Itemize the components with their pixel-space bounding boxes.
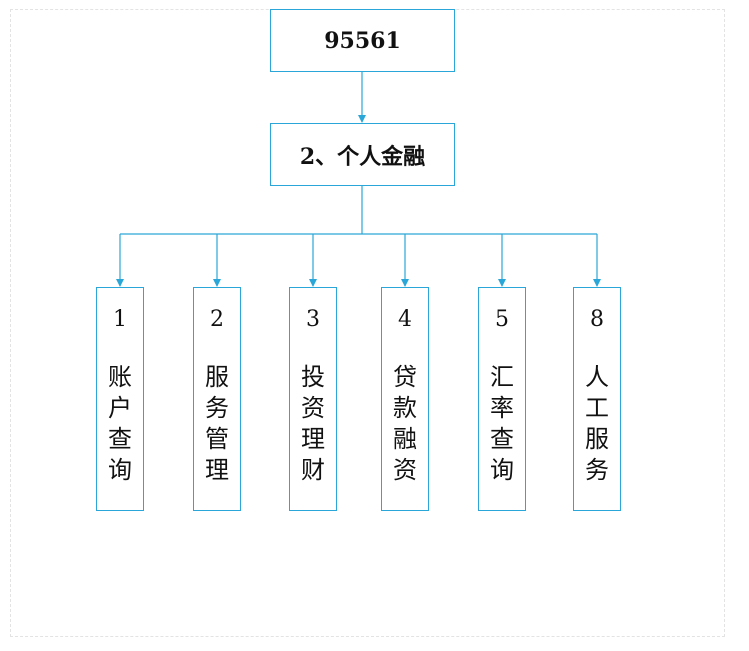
- option-key: 4: [398, 307, 412, 332]
- option-node-investment: 3 投资理财: [289, 287, 337, 511]
- option-key: 3: [306, 307, 320, 332]
- option-key: 8: [590, 307, 604, 332]
- main-menu-node: 2、个人金融: [270, 123, 455, 186]
- option-label: 账户查询: [108, 363, 132, 484]
- option-label: 投资理财: [301, 363, 325, 484]
- option-label: 贷款融资: [393, 363, 417, 484]
- option-label: 汇率查询: [490, 363, 514, 484]
- option-key: 5: [495, 307, 509, 332]
- option-node-exchange-rate: 5 汇率查询: [478, 287, 526, 511]
- main-menu-node-label: 2、个人金融: [299, 143, 426, 170]
- option-node-loans: 4 贷款融资: [381, 287, 429, 511]
- root-node: 95561: [270, 9, 455, 72]
- option-label: 人工服务: [585, 363, 609, 484]
- root-node-label: 95561: [324, 27, 401, 54]
- option-label: 服务管理: [205, 363, 229, 484]
- option-key: 2: [210, 307, 224, 332]
- option-node-human-service: 8 人工服务: [573, 287, 621, 511]
- option-node-account-inquiry: 1 账户查询: [96, 287, 144, 511]
- option-node-service-management: 2 服务管理: [193, 287, 241, 511]
- option-key: 1: [113, 307, 127, 332]
